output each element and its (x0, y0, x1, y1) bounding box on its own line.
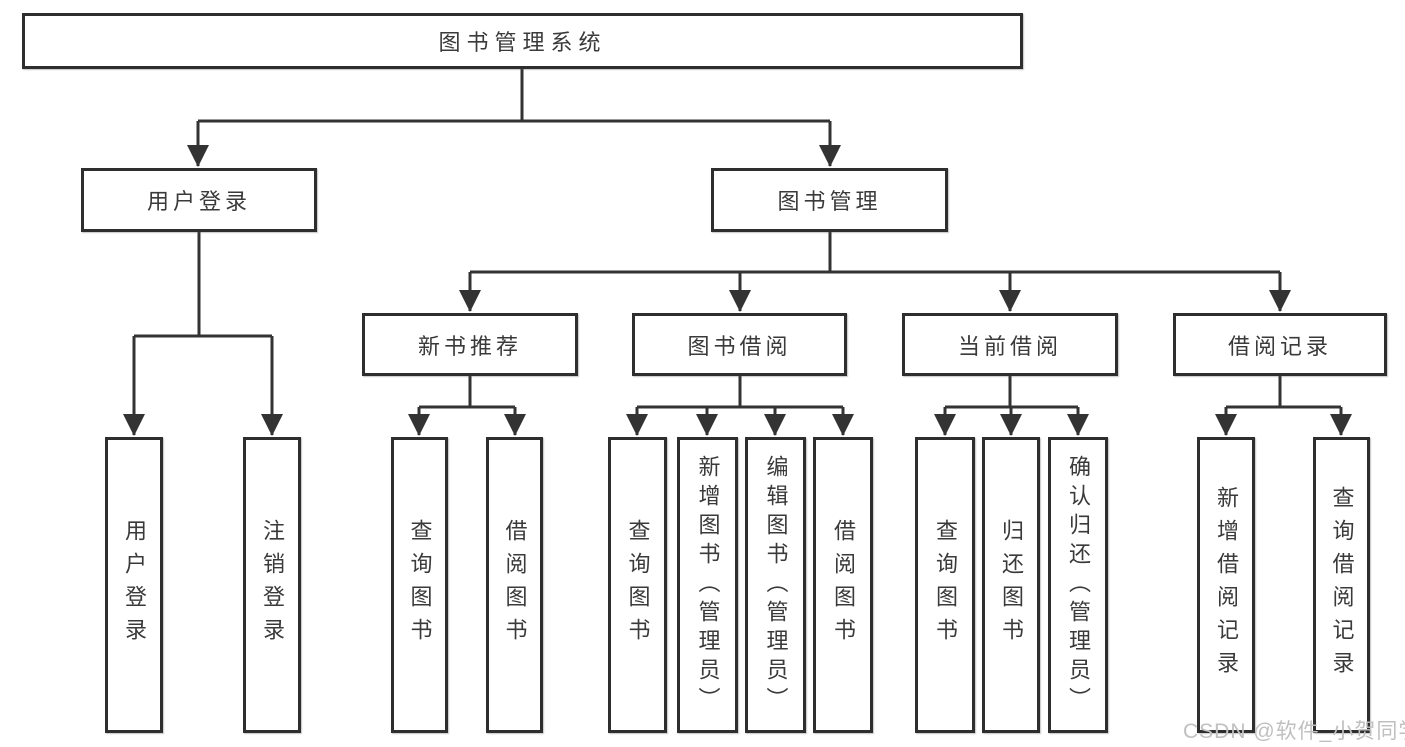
leaf-query-book-2-label: 查询图书 (625, 519, 651, 651)
node-user-login-label: 用户登录 (146, 189, 251, 214)
leaf-query-book-3: 查询图书 (915, 437, 975, 733)
leaf-confirm-return-admin-label: 确认归还（管理员） (1066, 454, 1091, 716)
leaf-borrow-book-1: 借阅图书 (486, 437, 543, 733)
node-current-borrow-label: 当前借阅 (957, 333, 1062, 359)
leaf-add-book-admin-label: 新增图书（管理员） (695, 454, 721, 716)
node-book-borrow: 图书借阅 (632, 313, 847, 376)
node-book-management-label: 图书管理 (777, 189, 882, 214)
node-borrow-record-label: 借阅记录 (1227, 333, 1332, 359)
leaf-borrow-book-2-label: 借阅图书 (831, 519, 856, 651)
leaf-edit-book-admin: 编辑图书（管理员） (745, 437, 806, 733)
leaf-add-borrow-record-label: 新增借阅记录 (1214, 486, 1239, 684)
node-book-borrow-label: 图书借阅 (687, 333, 792, 359)
leaf-return-book: 归还图书 (982, 437, 1040, 733)
node-borrow-record: 借阅记录 (1173, 313, 1387, 376)
leaf-borrow-book-1-label: 借阅图书 (502, 519, 528, 651)
node-new-book-recommend: 新书推荐 (362, 313, 578, 376)
node-current-borrow: 当前借阅 (902, 313, 1118, 376)
leaf-borrow-book-2: 借阅图书 (813, 437, 873, 733)
leaf-add-book-admin: 新增图书（管理员） (677, 437, 738, 733)
leaf-user-login-label: 用户登录 (122, 519, 147, 651)
leaf-logout-label: 注销登录 (260, 519, 285, 651)
leaf-confirm-return-admin: 确认归还（管理员） (1048, 437, 1108, 733)
node-book-management: 图书管理 (711, 168, 948, 232)
leaf-query-borrow-record-label: 查询借阅记录 (1329, 486, 1355, 684)
leaf-query-book-2: 查询图书 (608, 437, 667, 733)
leaf-add-borrow-record: 新增借阅记录 (1197, 437, 1255, 733)
leaf-user-login: 用户登录 (105, 437, 163, 733)
leaf-query-borrow-record: 查询借阅记录 (1313, 437, 1370, 733)
node-user-login: 用户登录 (81, 168, 317, 232)
leaf-query-book-1-label: 查询图书 (407, 519, 433, 651)
leaf-logout: 注销登录 (243, 437, 301, 733)
leaf-query-book-3-label: 查询图书 (933, 519, 958, 651)
leaf-query-book-1: 查询图书 (391, 437, 448, 733)
node-new-book-recommend-label: 新书推荐 (417, 333, 522, 359)
leaf-return-book-label: 归还图书 (999, 519, 1024, 651)
csdn-watermark: CSDN @软件_小贺同学 (1183, 720, 1405, 743)
leaf-edit-book-admin-label: 编辑图书（管理员） (763, 454, 789, 716)
node-root: 图书管理系统 (22, 13, 1023, 69)
node-root-label: 图书管理系统 (438, 30, 607, 55)
